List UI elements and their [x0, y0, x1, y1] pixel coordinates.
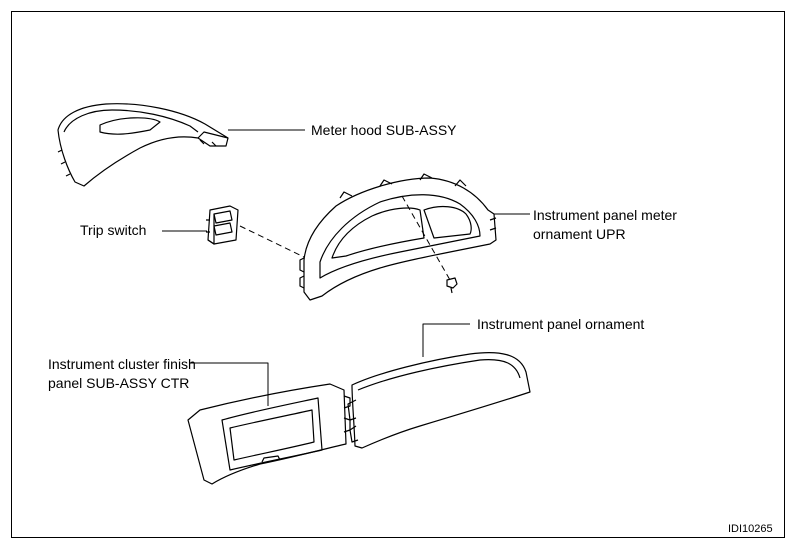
label-meter-hood: Meter hood SUB-ASSY	[311, 122, 457, 138]
label-panel-ornament: Instrument panel ornament	[477, 316, 645, 332]
instrument-panel-ornament-part	[347, 351, 531, 449]
label-trip-switch: Trip switch	[80, 222, 147, 238]
screw-part	[446, 277, 458, 294]
cluster-finish-leader	[190, 362, 269, 406]
label-cluster-finish-line1: Instrument cluster finish	[48, 356, 196, 372]
meter-hood-part	[57, 103, 229, 187]
panel-ornament-leader	[422, 323, 470, 357]
trip-switch-part	[206, 205, 239, 245]
figure-code: IDI10265	[728, 523, 773, 535]
label-ornament-upr-line2: ornament UPR	[533, 226, 626, 242]
cluster-finish-panel-part	[187, 383, 351, 485]
meter-ornament-upr-part	[299, 173, 497, 301]
label-cluster-finish-line2: panel SUB-ASSY CTR	[48, 375, 190, 391]
label-ornament-upr-line1: Instrument panel meter	[533, 207, 677, 223]
trip-switch-dashed-line	[239, 225, 307, 259]
diagram-frame	[11, 11, 785, 538]
screw-dashed-line	[401, 195, 451, 281]
